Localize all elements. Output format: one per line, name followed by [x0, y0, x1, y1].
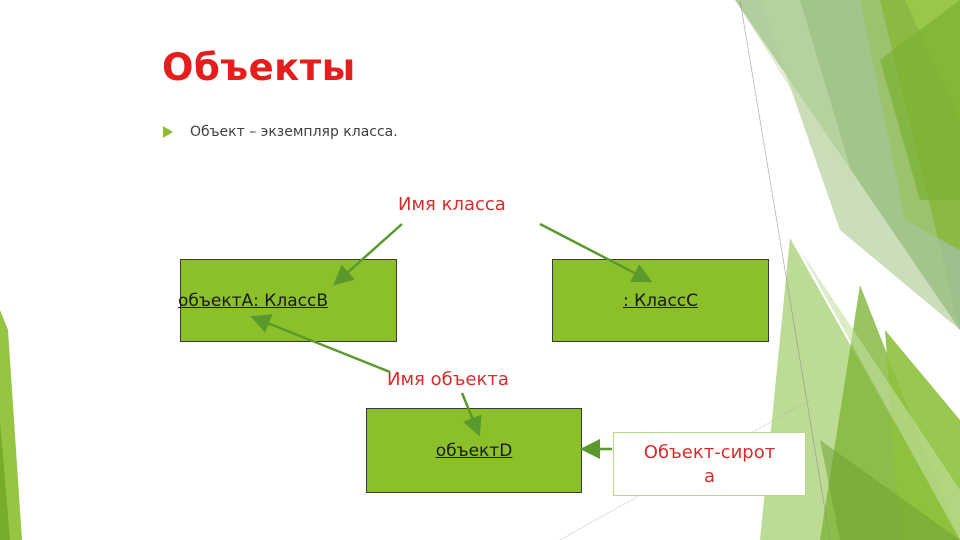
- deco-left-sliver: [0, 310, 22, 540]
- bullet-item: Объект – экземпляр класса.: [163, 124, 398, 140]
- triangle-bullet-icon: [163, 126, 173, 138]
- deco-line-1: [739, 0, 831, 540]
- deco-facet-10: [800, 250, 960, 540]
- orphan-label-line-1: Объект-сирот: [643, 442, 776, 463]
- deco-left-sliver-2: [0, 420, 10, 540]
- object-box-c-label: : КлассС: [622, 290, 699, 311]
- object-box-a: объектА: КлассВ: [178, 259, 397, 342]
- orphan-label-line-2: а: [703, 466, 716, 487]
- object-box-d-label: объектD: [435, 440, 513, 461]
- deco-facet-5: [735, 0, 860, 200]
- bullet-text: Объект – экземпляр класса.: [190, 124, 398, 140]
- deco-facet-6: [880, 0, 960, 200]
- object-box-a-label: объектА: КлассВ: [178, 290, 328, 311]
- class-name-label: Имя класса: [398, 194, 506, 215]
- object-box-c: : КлассС: [552, 259, 769, 342]
- deco-facet-11: [820, 440, 960, 540]
- slide-title: Объекты: [162, 46, 356, 89]
- object-name-label: Имя объекта: [387, 369, 509, 390]
- object-box-d: объектD: [366, 408, 582, 493]
- orphan-object-callout: Объект-сирот а: [613, 432, 806, 496]
